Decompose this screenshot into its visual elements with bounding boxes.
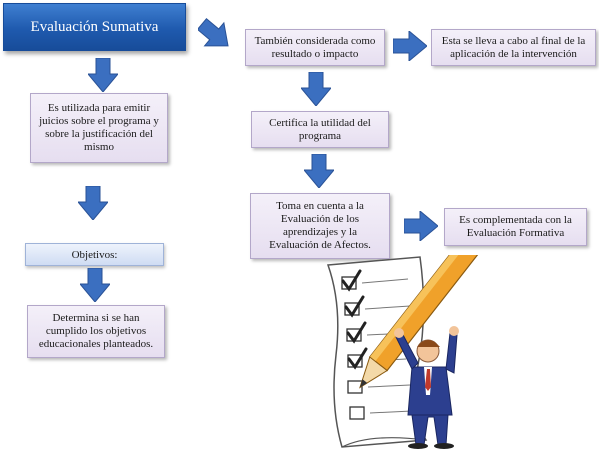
esta-box: Esta se lleva a cabo al final de la apli… [431, 29, 596, 66]
arrow-down-2 [78, 186, 108, 220]
toma-text: Toma en cuenta a la Evaluación de los ap… [269, 200, 371, 251]
objetivos-box: Objetivos: [25, 243, 164, 266]
uso-text: Es utilizada para emitir juicios sobre e… [39, 102, 159, 153]
arrow-right-2 [404, 211, 438, 241]
title-box: Evaluación Sumativa [3, 3, 186, 51]
tambien-box: También considerada como resultado o imp… [245, 29, 385, 66]
arrow-down-3 [80, 268, 110, 302]
determina-box: Determina si se han cumplido los objetiv… [27, 305, 165, 358]
complementada-box: Es complementada con la Evaluación Forma… [444, 208, 587, 246]
arrow-diagonal [198, 18, 232, 52]
toma-box: Toma en cuenta a la Evaluación de los ap… [250, 193, 390, 259]
arrow-down-4 [301, 72, 331, 106]
esta-text: Esta se lleva a cabo al final de la apli… [441, 34, 586, 60]
diagram-title: Evaluación Sumativa [30, 18, 159, 35]
arrow-down-5 [304, 154, 334, 188]
arrow-right-1 [393, 31, 427, 61]
arrow-down-1 [88, 58, 118, 92]
objetivos-text: Objetivos: [71, 248, 118, 261]
checklist-with-pencil-clipart [300, 217, 599, 450]
uso-box: Es utilizada para emitir juicios sobre e… [30, 93, 168, 163]
certifica-text: Certifica la utilidad del programa [269, 116, 371, 142]
tambien-text: También considerada como resultado o imp… [254, 34, 376, 60]
certifica-box: Certifica la utilidad del programa [251, 111, 389, 148]
complementada-text: Es complementada con la Evaluación Forma… [459, 214, 572, 239]
determina-text: Determina si se han cumplido los objetiv… [38, 312, 154, 350]
